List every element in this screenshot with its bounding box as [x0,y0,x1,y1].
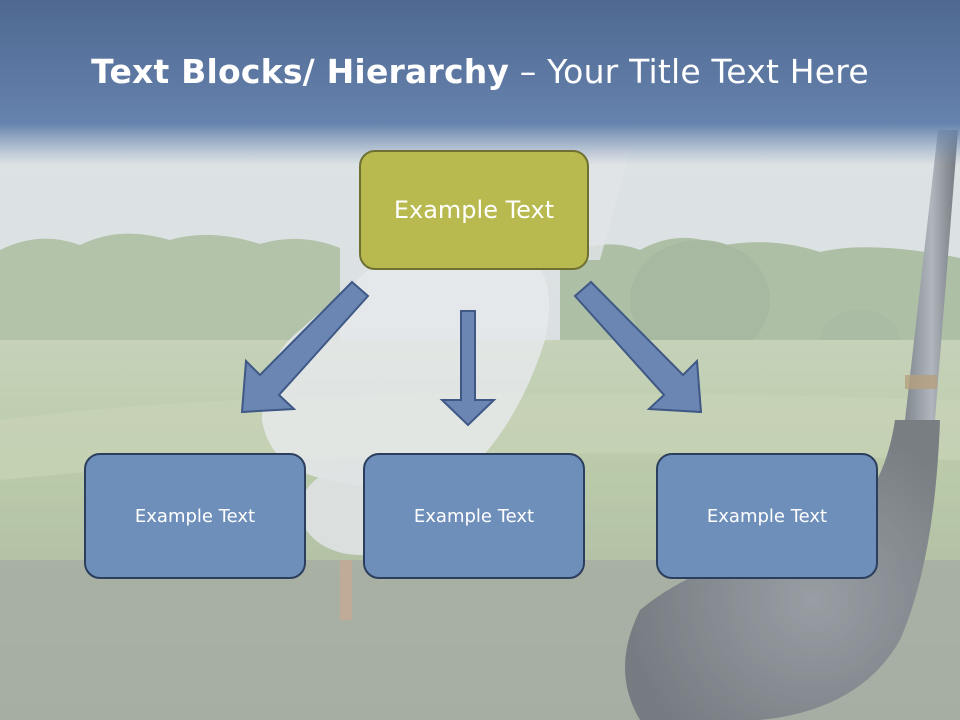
arrow-to-left [240,280,370,414]
hierarchy-child-box-1: Example Text [84,453,306,579]
hierarchy-child-label-3: Example Text [706,505,828,527]
slide-title-dash: – [509,52,548,91]
arrow-to-right [573,280,703,414]
slide-title-rest: Your Title Text Here [547,52,869,91]
hierarchy-child-label-1: Example Text [134,505,256,527]
arrow-to-center [439,310,497,427]
hierarchy-child-label-2: Example Text [413,505,535,527]
hierarchy-child-box-2: Example Text [363,453,585,579]
hierarchy-root-box: Example Text [359,150,589,270]
hierarchy-child-box-3: Example Text [656,453,878,579]
slide-title: Text Blocks/ Hierarchy – Your Title Text… [0,52,960,91]
hierarchy-root-label: Example Text [393,196,555,224]
slide-title-bold: Text Blocks/ Hierarchy [91,52,510,91]
